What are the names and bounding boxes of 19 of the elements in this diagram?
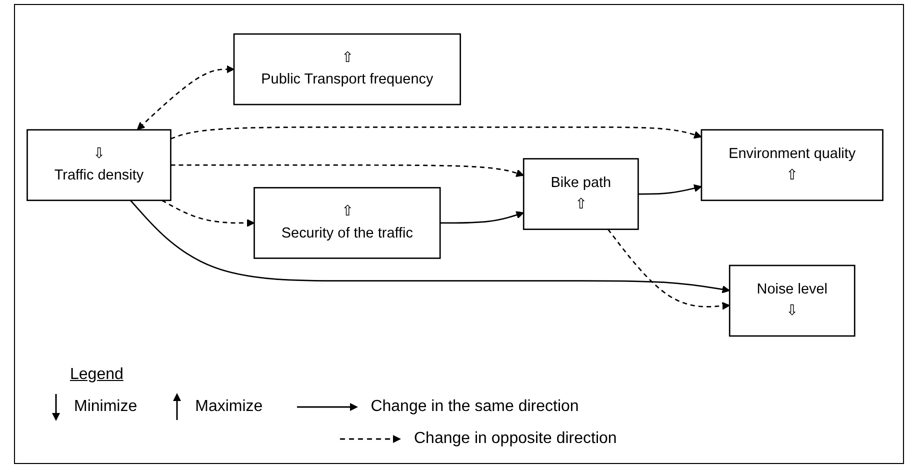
arrow — [130, 200, 730, 294]
legend-text: Maximize — [195, 398, 263, 416]
legend-text: Minimize — [74, 398, 138, 416]
legend-text: Change in opposite direction — [414, 430, 617, 448]
node-box: Environment quality ⇧ — [700, 129, 884, 202]
node-box: Bike path ⇧ — [522, 158, 639, 230]
arrow — [170, 126, 702, 140]
arrow — [638, 184, 702, 195]
arrow — [162, 200, 255, 227]
legend-text: Change in the same direction — [370, 398, 579, 416]
legend-title: Legend — [70, 366, 124, 384]
arrow — [607, 228, 730, 310]
node-box: Noise level ⇩ — [728, 264, 856, 337]
arrow — [136, 65, 234, 130]
node-box: ⇧ Security of the traffic — [254, 187, 441, 259]
node-box: ⇧ Public Transport frequency — [233, 33, 462, 106]
arrow — [440, 211, 524, 224]
node-box: ⇩ Traffic density — [26, 129, 172, 202]
arrow — [170, 164, 524, 177]
